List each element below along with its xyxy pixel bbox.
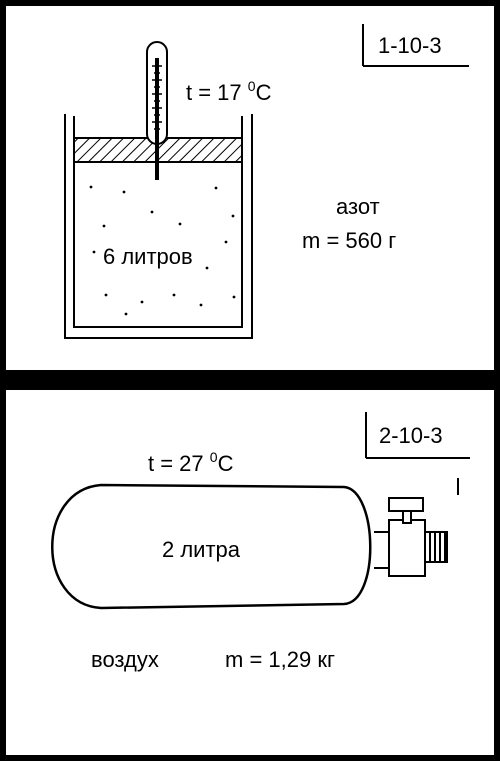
valve-icon xyxy=(374,497,448,577)
mass-label: m = 560 г xyxy=(302,228,397,253)
volume-label: 6 литров xyxy=(103,244,193,269)
gas-cylinder xyxy=(51,483,372,610)
gas-label: воздух xyxy=(91,647,159,672)
temperature-label: t = 17 0C xyxy=(186,78,272,105)
thermometer-icon xyxy=(146,41,168,180)
problem-2-drawing xyxy=(51,412,470,610)
problem-code: 1-10-3 xyxy=(378,33,442,58)
mass-label: m = 1,29 кг xyxy=(225,647,335,672)
problem-1-drawing xyxy=(64,24,469,339)
vessel xyxy=(64,114,253,339)
problem-1-panel: 1-10-3 t = 17 0C 6 литров азот m = 560 г xyxy=(6,6,494,370)
volume-label: 2 литра xyxy=(162,537,241,562)
gas-particles xyxy=(89,185,236,316)
problem-code: 2-10-3 xyxy=(379,423,443,448)
temperature-label: t = 27 0C xyxy=(148,449,234,476)
code-box-frame xyxy=(365,412,470,459)
code-box-frame xyxy=(362,24,469,67)
problem-2-panel: 2-10-3 t = 27 0C 2 литра воздух m = 1,29… xyxy=(6,390,494,755)
gas-label: азот xyxy=(336,194,380,219)
